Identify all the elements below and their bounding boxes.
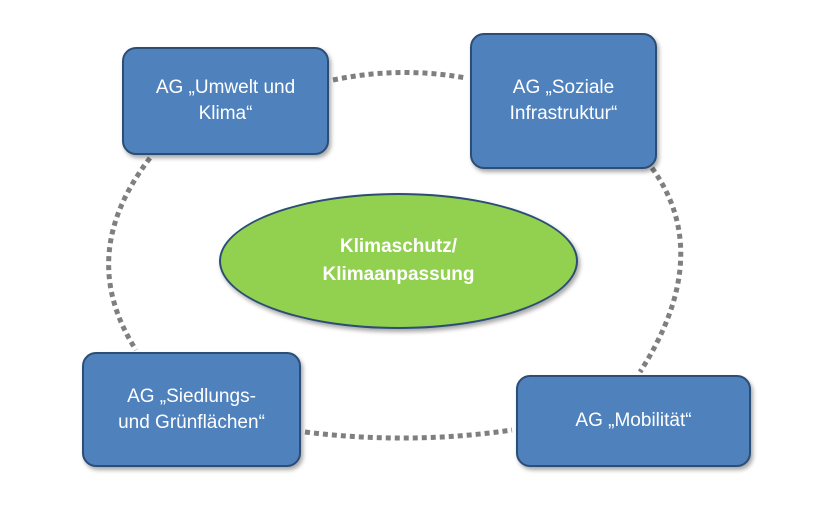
connector-soziale-mobilitaet	[637, 166, 684, 374]
working-group-siedlung-box: AG „Siedlungs- und Grünflächen“	[82, 352, 301, 467]
working-group-siedlung-label: AG „Siedlungs- und Grünflächen“	[118, 385, 265, 433]
center-topic-label: Klimaschutz/ Klimaanpassung	[322, 236, 475, 285]
working-group-mobilitaet-box: AG „Mobilität“	[516, 375, 751, 467]
center-topic-ellipse: Klimaschutz/ Klimaanpassung	[219, 193, 578, 329]
working-group-umwelt-box: AG „Umwelt und Klima“	[122, 47, 329, 155]
working-group-soziale-box: AG „Soziale Infrastruktur“	[470, 33, 657, 169]
connector-siedlung-mobilitaet	[304, 427, 513, 441]
working-group-umwelt-label: AG „Umwelt und Klima“	[155, 77, 296, 124]
connector-umwelt-siedlung	[106, 156, 152, 352]
working-group-mobilitaet-label: AG „Mobilität“	[575, 410, 692, 431]
connector-umwelt-soziale	[332, 70, 467, 83]
working-group-soziale-label: AG „Soziale Infrastruktur“	[509, 77, 618, 124]
